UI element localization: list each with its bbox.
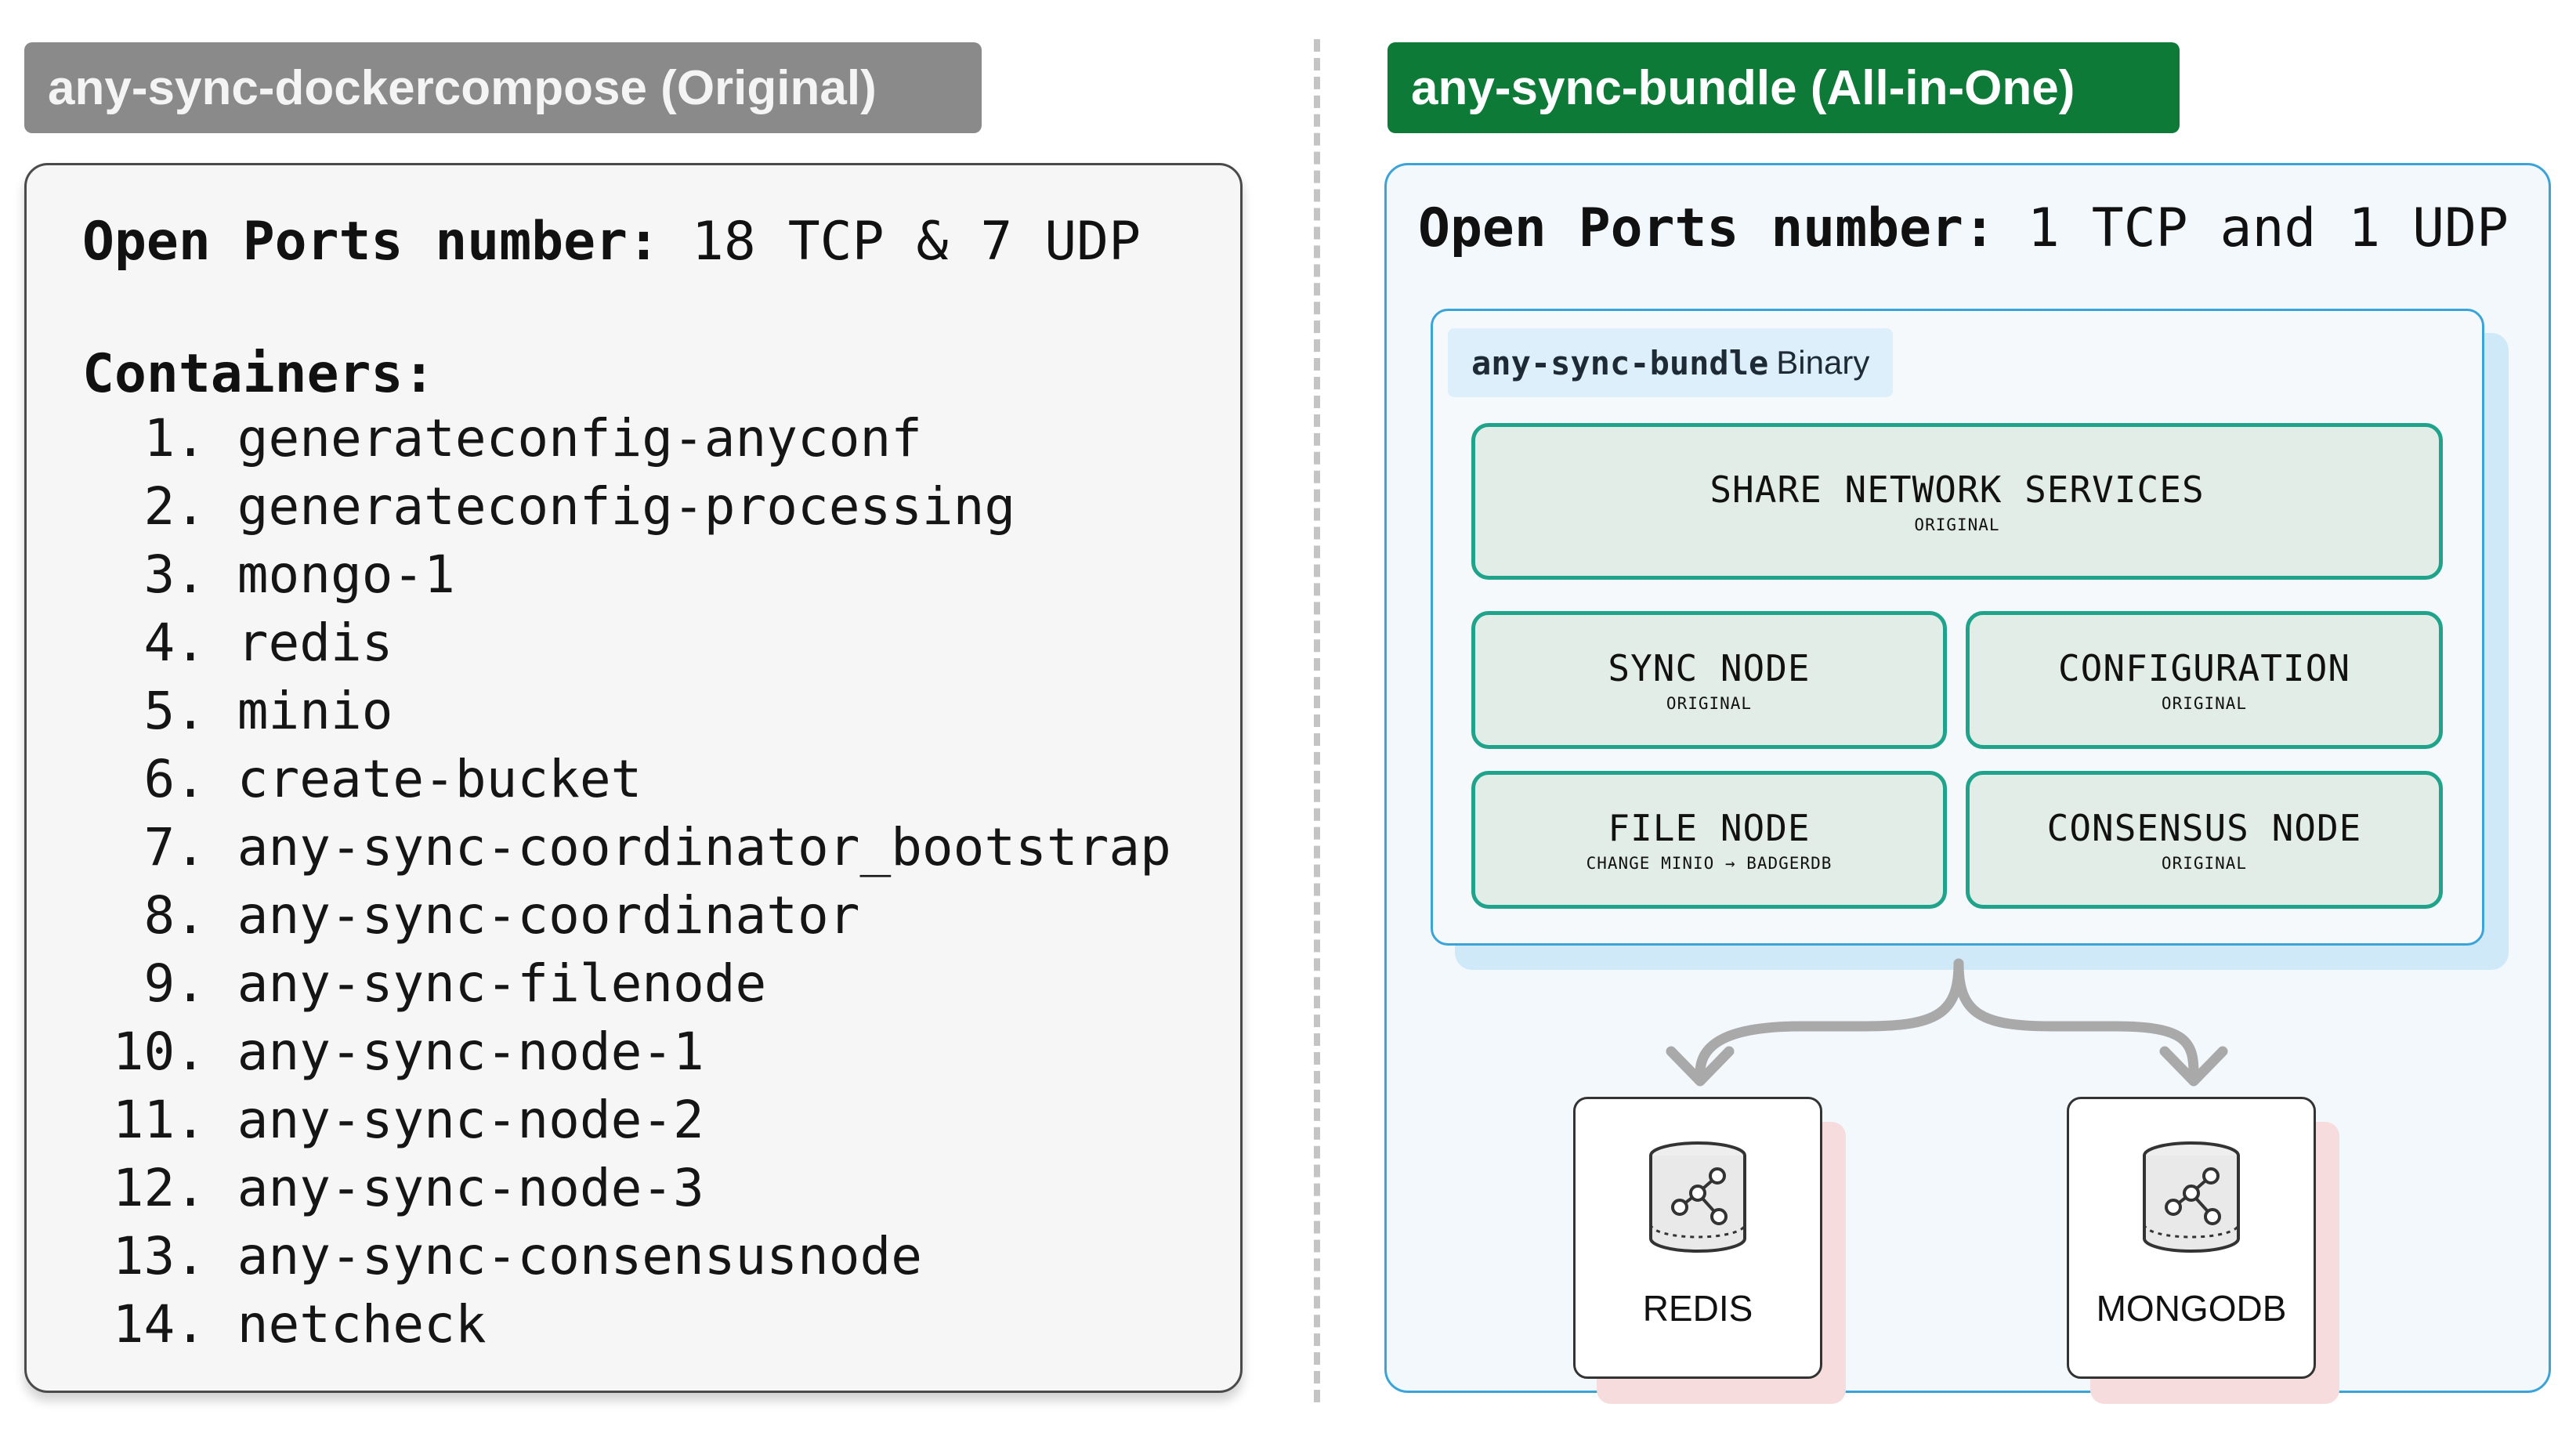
mongodb-label: MONGODB	[2096, 1288, 2287, 1329]
left-ports-label: Open Ports number:	[82, 211, 660, 273]
container-number: 11.	[112, 1090, 206, 1150]
container-number: 5.	[143, 681, 206, 741]
file-node-box: FILE NODE CHANGE MINIO → BADGERDB	[1471, 771, 1947, 909]
redis-card: REDIS	[1573, 1097, 1822, 1379]
container-item: 2. generateconfig-processing	[82, 472, 1171, 541]
bundle-label-code: any-sync-bundle	[1471, 343, 1769, 382]
container-number: 12.	[112, 1158, 206, 1218]
configuration-title: CONFIGURATION	[2057, 647, 2351, 689]
consensus-node-title: CONSENSUS NODE	[2046, 807, 2362, 849]
container-number: 3.	[143, 544, 206, 605]
left-header-title: any-sync-dockercompose (Original)	[48, 60, 877, 115]
vertical-divider	[1314, 39, 1320, 1402]
container-name: minio	[237, 681, 393, 741]
container-name: generateconfig-anyconf	[237, 408, 922, 468]
database-network-icon	[2143, 1141, 2240, 1253]
container-item: 11. any-sync-node-2	[82, 1086, 1171, 1154]
container-number: 8.	[143, 885, 206, 946]
share-network-services-sub: ORIGINAL	[1914, 515, 2000, 534]
container-item: 4. redis	[82, 609, 1171, 677]
container-number: 6.	[143, 749, 206, 809]
right-header-title: any-sync-bundle (All-in-One)	[1411, 60, 2075, 115]
container-name: any-sync-node-3	[237, 1158, 704, 1218]
container-item: 7. any-sync-coordinator_bootstrap	[82, 813, 1171, 881]
dockercompose-panel: Open Ports number: 18 TCP & 7 UDP Contai…	[24, 163, 1243, 1393]
container-number: 10.	[112, 1022, 206, 1082]
share-network-services-title: SHARE NETWORK SERVICES	[1709, 468, 2205, 511]
container-name: netcheck	[237, 1294, 487, 1355]
container-name: create-bucket	[237, 749, 642, 809]
container-number: 14.	[112, 1294, 206, 1355]
right-header: any-sync-bundle (All-in-One)	[1387, 42, 2180, 133]
container-number: 13.	[112, 1226, 206, 1286]
container-name: any-sync-node-1	[237, 1022, 704, 1082]
container-name: mongo-1	[237, 544, 455, 605]
mongodb-card: MONGODB	[2067, 1097, 2316, 1379]
left-ports-value: 18 TCP & 7 UDP	[691, 211, 1141, 273]
configuration-box: CONFIGURATION ORIGINAL	[1966, 611, 2443, 749]
container-item: 12. any-sync-node-3	[82, 1154, 1171, 1222]
container-number: 9.	[143, 953, 206, 1014]
container-item: 13. any-sync-consensusnode	[82, 1222, 1171, 1290]
container-item: 14. netcheck	[82, 1290, 1171, 1358]
sync-node-title: SYNC NODE	[1608, 647, 1811, 689]
sync-node-box: SYNC NODE ORIGINAL	[1471, 611, 1947, 749]
container-item: 5. minio	[82, 677, 1171, 745]
arrow-head-redis	[1666, 1046, 1735, 1087]
sync-node-sub: ORIGINAL	[1666, 694, 1753, 713]
container-item: 3. mongo-1	[82, 541, 1171, 609]
container-name: any-sync-filenode	[237, 953, 767, 1014]
arrow-head-mongo	[2159, 1046, 2228, 1087]
consensus-node-sub: ORIGINAL	[2161, 854, 2248, 873]
container-number: 4.	[143, 613, 206, 673]
container-name: generateconfig-processing	[237, 476, 1016, 537]
bundle-binary-label: any-sync-bundle Binary	[1448, 328, 1894, 397]
containers-heading: Containers:	[82, 343, 436, 405]
container-item: 10. any-sync-node-1	[82, 1018, 1171, 1086]
container-number: 7.	[143, 817, 206, 877]
container-name: any-sync-consensusnode	[237, 1226, 922, 1286]
redis-label: REDIS	[1642, 1288, 1753, 1329]
container-name: redis	[237, 613, 393, 673]
right-ports-value: 1 TCP and 1 UDP	[2027, 197, 2509, 259]
container-item: 6. create-bucket	[82, 745, 1171, 813]
container-name: any-sync-node-2	[237, 1090, 704, 1150]
container-item: 1. generateconfig-anyconf	[82, 404, 1171, 472]
container-name: any-sync-coordinator	[237, 885, 860, 946]
container-number: 1.	[143, 408, 206, 468]
bundle-label-plain: Binary	[1776, 344, 1870, 381]
file-node-sub: CHANGE MINIO → BADGERDB	[1586, 854, 1833, 873]
right-open-ports: Open Ports number: 1 TCP and 1 UDP	[1418, 197, 2509, 259]
file-node-title: FILE NODE	[1608, 807, 1811, 849]
share-network-services-box: SHARE NETWORK SERVICES ORIGINAL	[1471, 423, 2443, 580]
configuration-sub: ORIGINAL	[2161, 694, 2248, 713]
container-item: 8. any-sync-coordinator	[82, 881, 1171, 949]
arrow-to-redis	[1695, 958, 1964, 1079]
right-ports-label: Open Ports number:	[1418, 197, 1995, 259]
left-header: any-sync-dockercompose (Original)	[24, 42, 982, 133]
container-name: any-sync-coordinator_bootstrap	[237, 817, 1171, 877]
arrow-to-mongo	[1953, 958, 2199, 1079]
container-number: 2.	[143, 476, 206, 537]
database-network-icon	[1649, 1141, 1746, 1253]
left-open-ports: Open Ports number: 18 TCP & 7 UDP	[82, 211, 1141, 273]
container-item: 9. any-sync-filenode	[82, 949, 1171, 1018]
consensus-node-box: CONSENSUS NODE ORIGINAL	[1966, 771, 2443, 909]
